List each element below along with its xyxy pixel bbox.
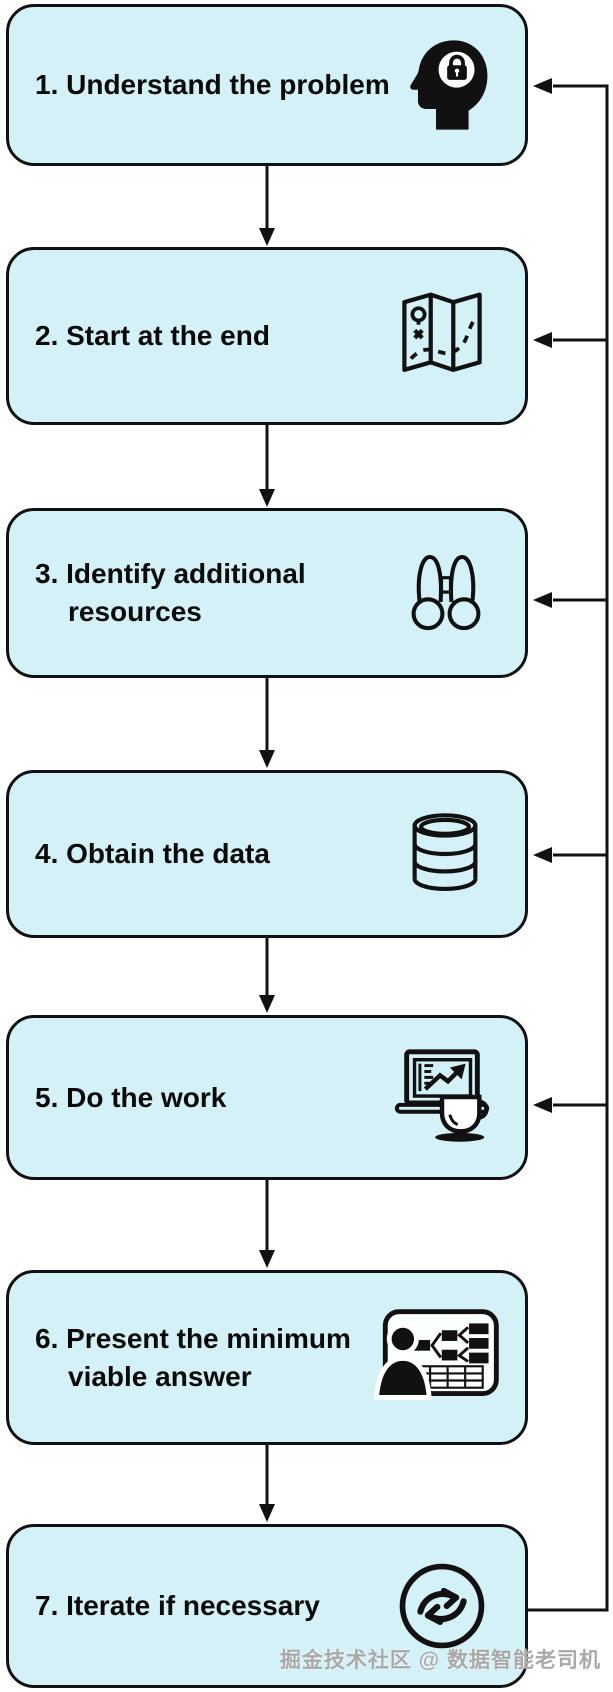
step-label-line: viable answer [68,1360,252,1392]
feedback-arrowheads [533,78,552,1113]
laptop-chart-coffee-icon [389,1044,497,1152]
step-label-line: 1. Understand the problem [35,69,390,100]
step-box-3: 3. Identify additional resources [6,508,528,678]
step-label-1: 1. Understand the problem [9,66,390,104]
step-label-6: 6. Present the minimum viable answer [9,1320,351,1396]
step-label-line: 2. Start at the end [35,320,270,351]
step-box-1: 1. Understand the problem [6,4,528,166]
step-box-2: 2. Start at the end [6,247,528,425]
step-label-5: 5. Do the work [9,1079,226,1117]
map-icon [395,286,489,386]
step-label-line: 5. Do the work [35,1081,227,1113]
watermark-text: 掘金技术社区 @ 数据智能老司机 [279,1649,601,1672]
person-presentation-icon [365,1302,503,1414]
step-box-6: 6. Present the minimum viable answer [6,1270,528,1445]
step-label-7: 7. Iterate if necessary [9,1587,320,1625]
step-label-line: 3. Identify additional [35,558,306,589]
step-label-2: 2. Start at the end [9,317,270,355]
head-lock-icon [405,37,491,133]
step-label-4: 4. Obtain the data [9,835,270,873]
binoculars-icon [401,547,491,639]
database-icon [399,803,491,905]
iterate-cycle-icon [395,1559,489,1653]
step-label-3: 3. Identify additional resources [9,555,306,631]
step-label-line: 4. Obtain the data [35,838,270,869]
step-box-4: 4. Obtain the data [6,770,528,938]
step-label-line: 7. Iterate if necessary [35,1590,320,1621]
step-box-7: 7. Iterate if necessary [6,1524,528,1688]
step-label-line: 6. Present the minimum [35,1322,351,1354]
feedback-loop-line [528,84,609,1612]
step-box-5: 5. Do the work [6,1015,528,1180]
step-label-line: resources [68,596,202,627]
